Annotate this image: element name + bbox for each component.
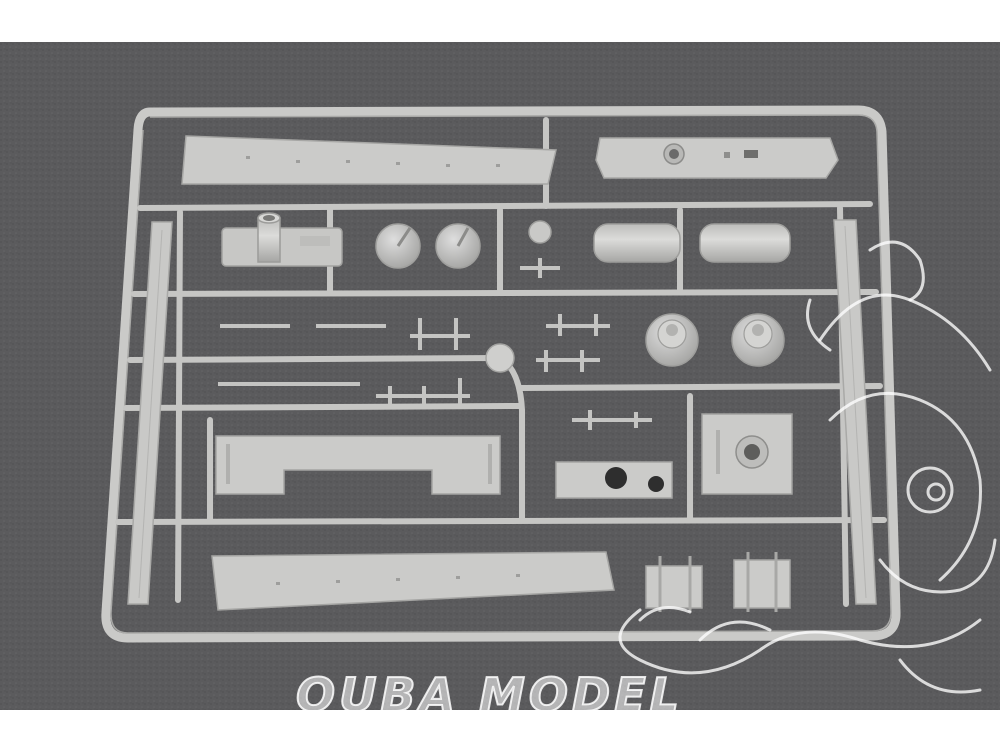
plate-with-holes <box>555 461 673 499</box>
small-brackets <box>218 258 652 430</box>
hub-part-left <box>645 313 699 367</box>
cylinder-part-left <box>593 223 681 263</box>
left-side-rail <box>127 221 173 605</box>
gun-breech-part <box>221 212 343 267</box>
bottom-border <box>0 710 1000 750</box>
cylinder-part-right <box>699 223 791 263</box>
watermark-logo-text: OUBA MODEL <box>295 667 683 723</box>
sprue-runners <box>115 117 887 607</box>
hub-part-right <box>731 313 785 367</box>
right-side-rail <box>833 219 877 605</box>
sprue-frame <box>101 105 901 643</box>
top-long-plate <box>181 135 557 185</box>
runner-junction <box>485 343 515 373</box>
bottom-right-brackets <box>645 552 791 612</box>
bottom-long-plate <box>211 551 615 611</box>
frame-shading <box>110 114 892 634</box>
hatch-box-part <box>701 413 793 495</box>
top-right-plate <box>595 137 839 179</box>
octopus-mascot-outline <box>618 240 997 694</box>
dial-disc-left <box>375 223 421 269</box>
middle-large-plate <box>215 435 501 495</box>
small-cap-part <box>528 220 552 244</box>
dial-disc-right <box>435 223 481 269</box>
